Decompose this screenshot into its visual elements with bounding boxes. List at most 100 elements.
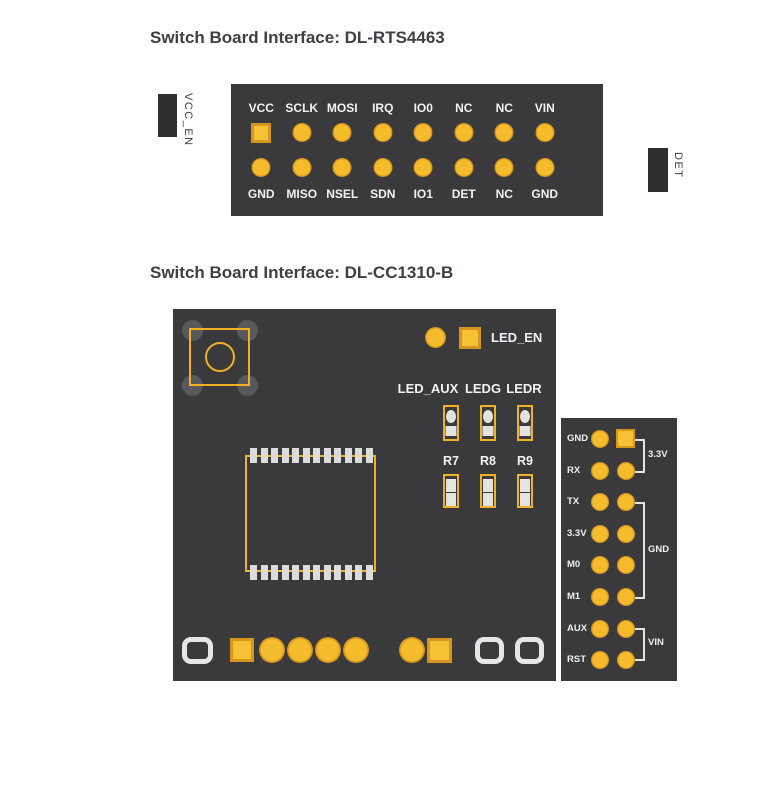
pin-column: NC DET — [444, 84, 485, 216]
header-row: GND — [561, 428, 677, 450]
round-pad — [535, 158, 555, 177]
group-bracket — [635, 502, 645, 599]
pin-label: NC — [455, 101, 473, 115]
round-pad — [287, 637, 313, 663]
round-pad — [494, 158, 514, 177]
led-footprint — [480, 405, 496, 441]
pin-label: NSEL — [326, 187, 359, 201]
round-pad — [494, 123, 514, 142]
round-pad — [332, 123, 352, 142]
square-pad — [616, 429, 635, 448]
chip-footprint — [245, 455, 376, 572]
header-row: M1 — [561, 586, 677, 608]
round-pad — [617, 651, 635, 669]
pin-label: M1 — [567, 591, 581, 602]
round-pad — [591, 651, 609, 669]
det-jumper-pad — [648, 148, 668, 192]
square-pad — [230, 638, 254, 662]
square-pad — [251, 123, 272, 143]
chip-pins-top — [250, 448, 373, 463]
led-aux-label: LED_AUX — [397, 381, 459, 396]
header-row: TX — [561, 491, 677, 513]
pin-label: VCC — [248, 101, 274, 115]
round-pad — [591, 620, 609, 638]
bracket-label: VIN — [648, 637, 664, 648]
pin-label: VIN — [534, 101, 555, 115]
round-pad — [591, 525, 609, 543]
group-bracket — [635, 628, 645, 661]
pin-column: IO0 IO1 — [403, 84, 444, 216]
round-pad — [617, 525, 635, 543]
ledr-label: LEDR — [506, 381, 542, 396]
round-pad — [373, 158, 393, 177]
det-label: DET — [672, 152, 684, 179]
header-row: 3.3V — [561, 523, 677, 545]
round-pad — [591, 493, 609, 511]
ledg-label: LEDG — [464, 381, 502, 396]
round-pad — [292, 158, 312, 177]
round-pad — [454, 158, 474, 177]
pin-column: MOSI NSEL — [322, 84, 363, 216]
pin-label: TX — [567, 496, 580, 507]
slot-pad — [475, 637, 504, 664]
round-pad — [591, 556, 609, 574]
bracket-label: 3.3V — [648, 449, 668, 460]
pin-label: M0 — [567, 559, 581, 570]
resistor-footprint — [443, 474, 459, 508]
pin-grid: VCC GND SCLK MISO MOSI NSEL IRQ — [241, 84, 565, 216]
slot-pad — [182, 637, 213, 664]
round-pad — [343, 637, 369, 663]
pin-label: RST — [567, 654, 586, 665]
round-pad — [535, 123, 555, 142]
pin-label: AUX — [567, 623, 588, 634]
pin-column: NC NC — [484, 84, 525, 216]
section-title-rts4463: Switch Board Interface: DL-RTS4463 — [150, 28, 445, 47]
button-footprint — [189, 328, 250, 386]
round-pad — [259, 637, 285, 663]
header-row: AUX — [561, 618, 677, 640]
pin-column: SCLK MISO — [282, 84, 323, 216]
r9-label: R9 — [517, 454, 533, 468]
round-pad — [591, 430, 609, 448]
pin-label: GND — [247, 187, 275, 201]
round-pad — [617, 588, 635, 606]
pin-label: GND — [531, 187, 559, 201]
round-pad — [617, 556, 635, 574]
round-pad — [292, 123, 312, 142]
button-corner-pad — [181, 319, 203, 341]
button-plunger-outline — [204, 342, 235, 372]
round-pad — [617, 462, 635, 480]
led-en-label: LED_EN — [491, 330, 543, 345]
header-row: M0 — [561, 554, 677, 576]
led-footprint — [517, 405, 533, 441]
rts4463-board: VCC GND SCLK MISO MOSI NSEL IRQ — [231, 84, 603, 216]
header-row: RX — [561, 460, 677, 482]
pin-column: VCC GND — [241, 84, 282, 216]
pin-label: 3.3V — [567, 528, 587, 539]
pin-label: IRQ — [372, 101, 394, 115]
resistor-footprint — [517, 474, 533, 508]
pin-label: MOSI — [326, 101, 358, 115]
round-pad — [413, 123, 433, 142]
round-pad — [591, 462, 609, 480]
pin-label: SDN — [370, 187, 396, 201]
pin-column: VIN GND — [525, 84, 566, 216]
pin-column: IRQ SDN — [363, 84, 404, 216]
pin-label: MISO — [286, 187, 318, 201]
pin-label: NC — [495, 101, 513, 115]
cc1310-header-board: GND RX TX 3.3V M0 M1 — [561, 418, 677, 681]
bracket-label: GND — [648, 544, 670, 555]
round-pad — [413, 158, 433, 177]
round-pad — [315, 637, 341, 663]
slot-pad — [515, 637, 544, 664]
square-pad — [459, 327, 481, 349]
pin-label: IO0 — [413, 101, 433, 115]
round-pad — [332, 158, 352, 177]
pin-label: NC — [495, 187, 513, 201]
pin-label: RX — [567, 465, 581, 476]
resistor-footprint — [480, 474, 496, 508]
cc1310-board: LED_EN LED_AUX LEDG LEDR R7 R8 R9 — [173, 309, 556, 681]
vcc-en-label: VCC_EN — [182, 93, 194, 147]
square-pad — [427, 638, 452, 663]
